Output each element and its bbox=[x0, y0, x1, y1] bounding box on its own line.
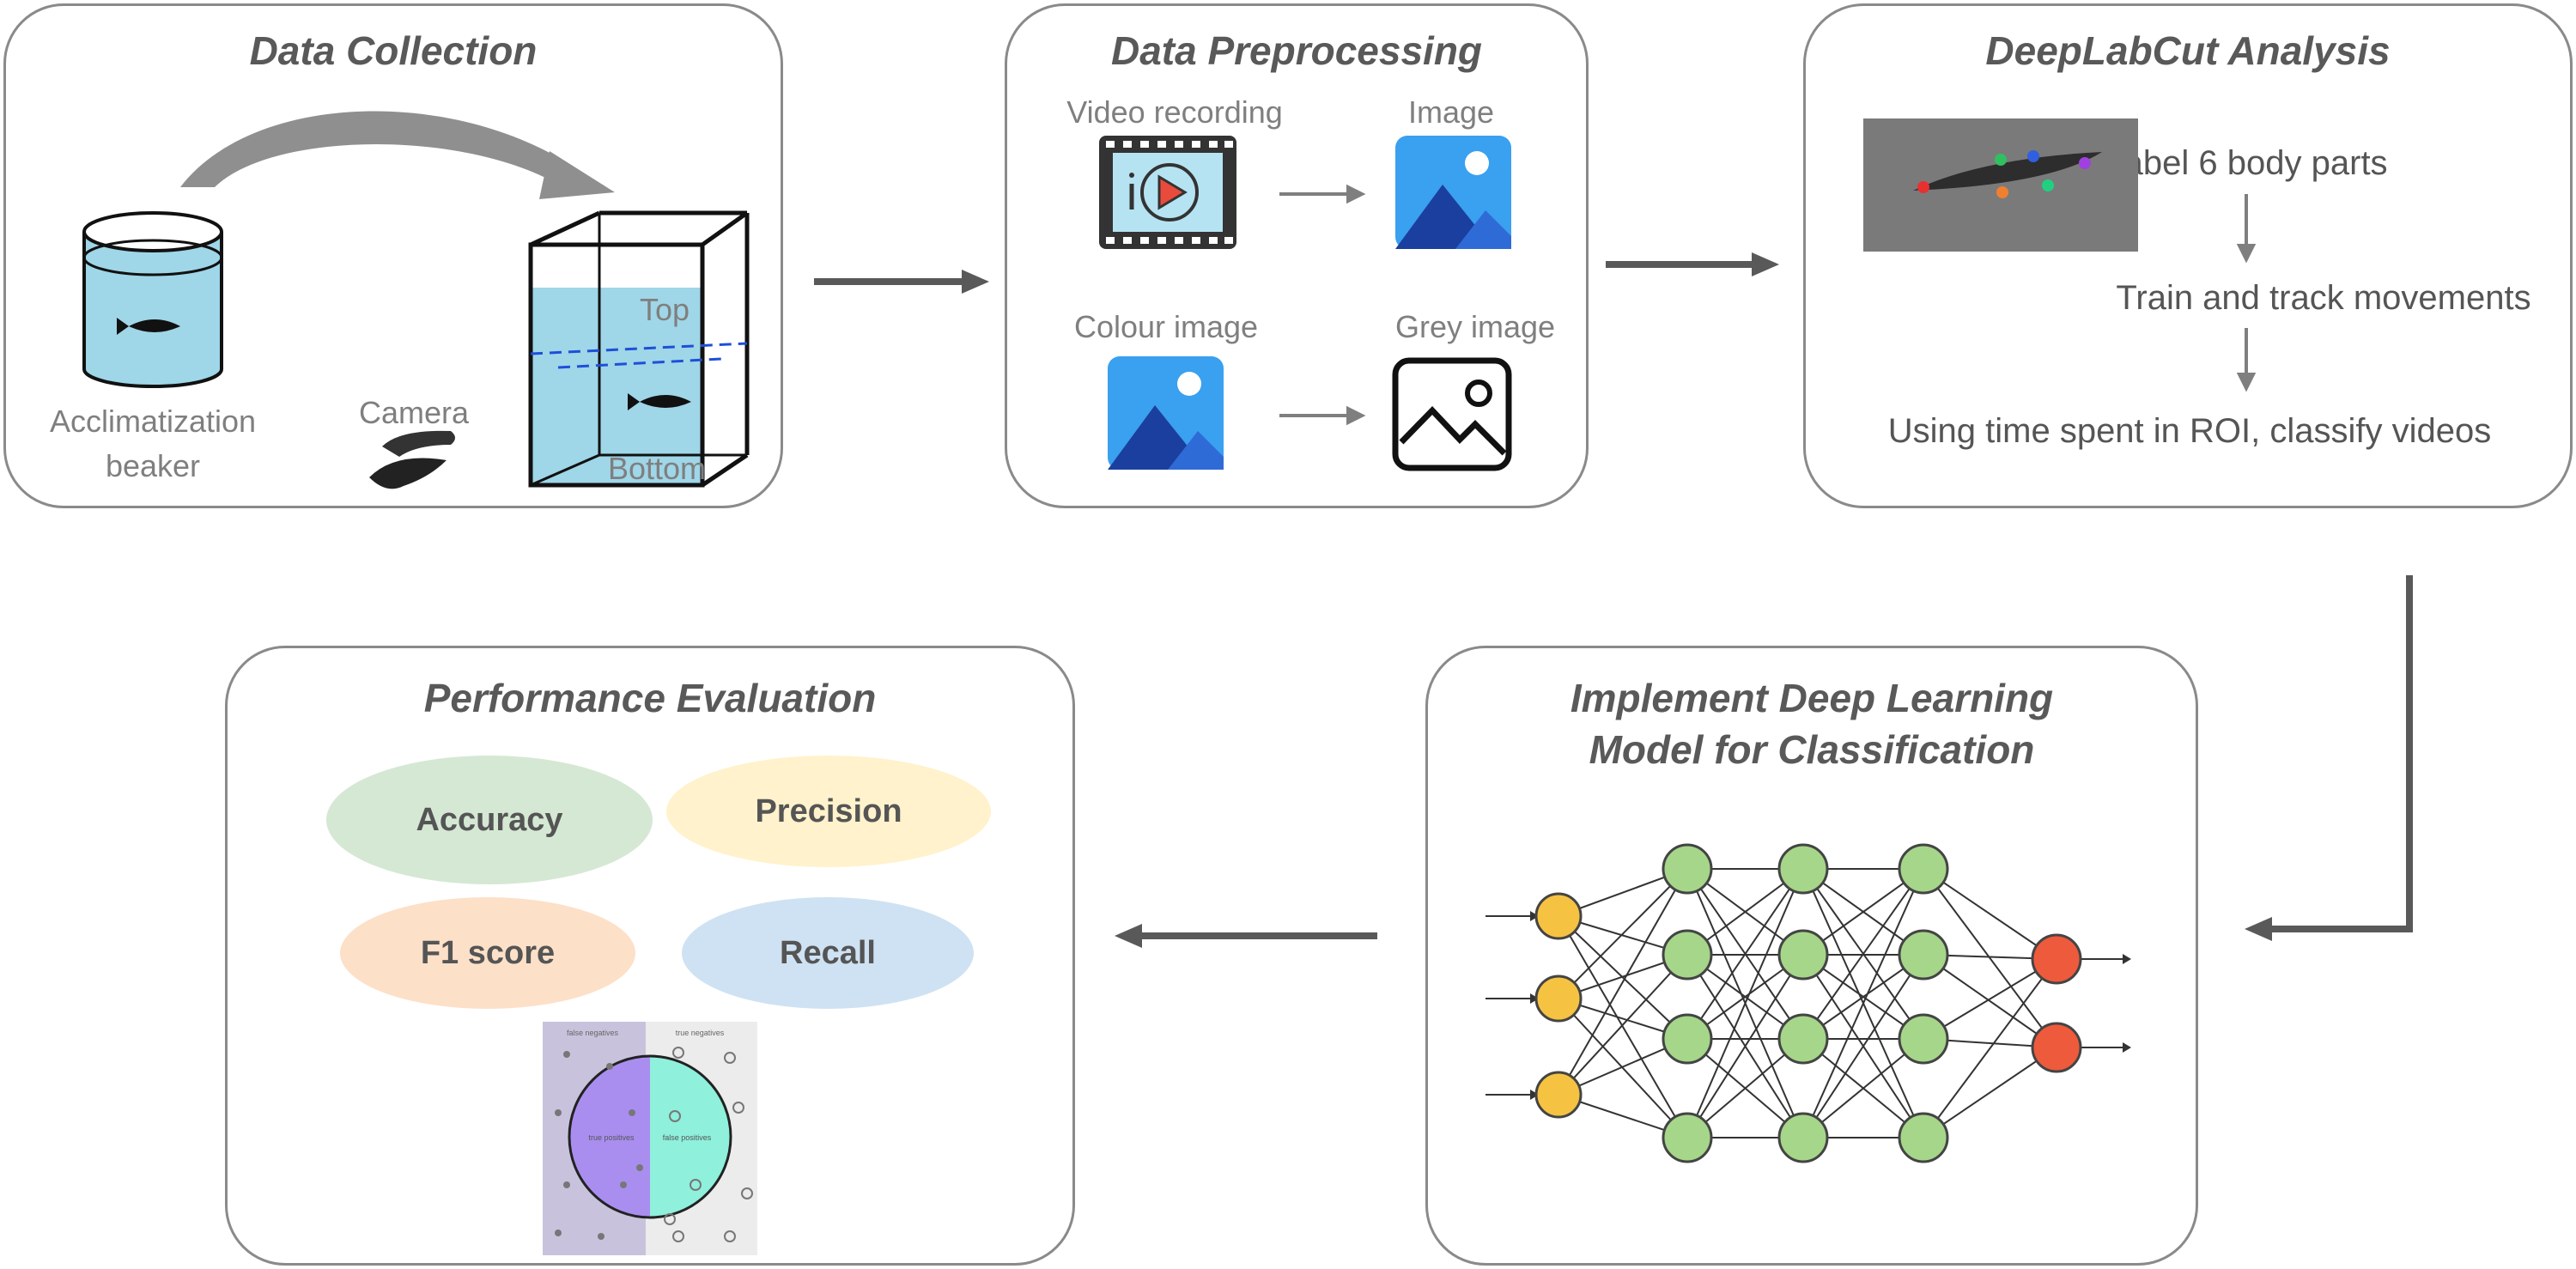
nn-connection bbox=[1923, 868, 2057, 1048]
tank-bottom-label: Bottom bbox=[607, 451, 707, 486]
beaker-label-line1: Acclimatization bbox=[49, 404, 257, 439]
nn-hidden-node bbox=[1898, 1013, 1949, 1065]
video-recording-label: Video recording bbox=[1066, 94, 1283, 130]
nn-connection bbox=[1923, 1047, 2057, 1138]
beaker-fish bbox=[117, 318, 180, 335]
nn-connection bbox=[1923, 958, 2057, 1138]
nn-input-node bbox=[1534, 1071, 1583, 1119]
grey-image-icon bbox=[1392, 357, 1512, 471]
nn-output-node bbox=[2031, 1022, 2082, 1073]
deeplabcut-title: DeepLabCut Analysis bbox=[1985, 28, 2391, 73]
nn-connection bbox=[1558, 868, 1688, 999]
flow-arrow-3 bbox=[2272, 575, 2413, 932]
nn-hidden-node bbox=[1662, 1013, 1713, 1065]
dlc-step-2: Train and track movements bbox=[2116, 279, 2531, 317]
performance-evaluation-title: Performance Evaluation bbox=[423, 676, 877, 720]
camera-label: Camera bbox=[358, 395, 470, 430]
nn-hidden-node bbox=[1777, 843, 1829, 895]
video-recording-icon bbox=[1099, 136, 1236, 249]
metric-precision: Precision bbox=[666, 756, 991, 867]
nn-hidden-node bbox=[1662, 929, 1713, 981]
nn-input-arrowhead bbox=[1530, 911, 1539, 921]
nn-connection bbox=[1686, 1038, 1804, 1138]
nn-hidden-node bbox=[1662, 1112, 1713, 1163]
nn-connection bbox=[1686, 954, 1804, 1138]
colour-image-icon bbox=[1108, 356, 1224, 470]
venn-true-negatives: true negatives bbox=[676, 1029, 725, 1037]
nn-connection bbox=[1802, 868, 1924, 1040]
nn-hidden-node bbox=[1898, 1112, 1949, 1163]
nn-connection bbox=[1558, 998, 1688, 1138]
nn-output-arrowhead bbox=[2123, 1042, 2131, 1053]
tank-fish bbox=[628, 393, 691, 410]
venn-false-positives: false positives bbox=[663, 1133, 712, 1142]
nn-connection bbox=[1686, 868, 1804, 1040]
nn-connection bbox=[1923, 954, 2057, 1048]
nn-hidden-node bbox=[1898, 843, 1949, 895]
nn-hidden-node bbox=[1662, 843, 1713, 895]
tank-top-label: Top bbox=[639, 292, 690, 327]
nn-connection bbox=[1558, 868, 1688, 1096]
metric-recall: Recall bbox=[682, 897, 974, 1009]
venn-false-negatives: false negatives bbox=[567, 1029, 619, 1037]
data-collection-title: Data Collection bbox=[249, 28, 538, 73]
colour-image-label: Colour image bbox=[1073, 309, 1259, 344]
camera-icon bbox=[369, 430, 455, 489]
nn-connection bbox=[1802, 868, 1924, 1138]
metric-accuracy: Accuracy bbox=[326, 756, 653, 884]
acclimatization-beaker bbox=[82, 211, 223, 388]
nn-connection bbox=[1558, 915, 1688, 1138]
nn-input-node bbox=[1534, 975, 1583, 1023]
dlc-step-1: Label 6 body parts bbox=[2105, 144, 2388, 182]
nn-output-node bbox=[2031, 933, 2082, 985]
nn-connection bbox=[1802, 954, 1924, 1138]
nn-connection bbox=[1923, 958, 2057, 1040]
nn-connection bbox=[1923, 868, 2057, 960]
grey-image-label: Grey image bbox=[1394, 309, 1556, 344]
nn-hidden-node bbox=[1777, 1013, 1829, 1065]
venn-true-positives: true positives bbox=[588, 1133, 635, 1142]
nn-connection bbox=[1686, 868, 1804, 1138]
metric-f1-score: F1 score bbox=[340, 897, 635, 1009]
deeplabcut-panel: DeepLabCut Analysis bbox=[1803, 3, 2573, 508]
nn-connection bbox=[1558, 954, 1688, 1096]
nn-input-arrowhead bbox=[1530, 993, 1539, 1004]
nn-hidden-node bbox=[1777, 1112, 1829, 1163]
experimental-tank bbox=[528, 210, 750, 488]
nn-input-node bbox=[1534, 892, 1583, 940]
nn-input-arrowhead bbox=[1530, 1090, 1539, 1100]
nn-hidden-node bbox=[1898, 929, 1949, 981]
data-preprocessing-title: Data Preprocessing bbox=[1110, 28, 1483, 73]
dlc-step-3: Using time spent in ROI, classify videos bbox=[1887, 412, 2492, 450]
labeled-fish-frame bbox=[1863, 118, 2138, 252]
image-label: Image bbox=[1407, 94, 1495, 130]
transfer-curved-arrow bbox=[180, 111, 601, 194]
transfer-arrow-head bbox=[539, 151, 615, 199]
image-icon bbox=[1395, 136, 1511, 249]
nn-hidden-node bbox=[1777, 929, 1829, 981]
deep-learning-title-line2: Model for Classification bbox=[1589, 727, 2035, 772]
nn-connection bbox=[1802, 1038, 1924, 1138]
nn-output-arrowhead bbox=[2123, 954, 2131, 964]
beaker-label-line2: beaker bbox=[105, 448, 201, 483]
deep-learning-title-line1: Implement Deep Learning bbox=[1570, 676, 2054, 720]
